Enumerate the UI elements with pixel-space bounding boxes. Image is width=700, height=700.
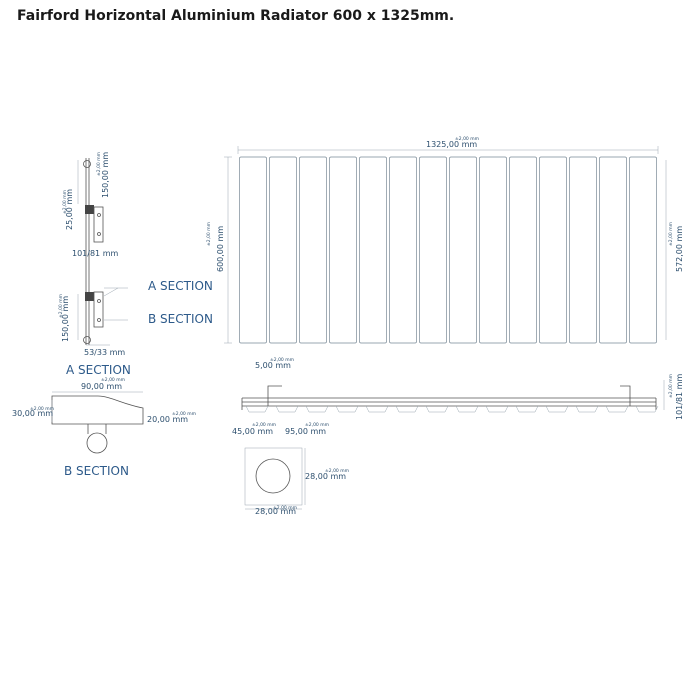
- b-section-height: 28,00 mm: [305, 472, 346, 481]
- bracket-clamp-top: [85, 205, 94, 214]
- tol-a-width: ±2,00 mm: [101, 377, 125, 383]
- a-section-left-height: 30,00 mm: [12, 409, 53, 418]
- radiator-fin: [449, 156, 477, 344]
- radiator-fin: [359, 156, 387, 344]
- tol-b-h: ±2,00 mm: [325, 468, 349, 474]
- b-section-circle: [255, 458, 291, 494]
- radiator-fin: [419, 156, 447, 344]
- tol-5: ±2,00 mm: [270, 357, 294, 363]
- fin-profile: [305, 405, 329, 413]
- fin-profile: [485, 405, 509, 413]
- dim-101-81-side: 101/81 mm: [72, 249, 118, 258]
- radiator-fin: [269, 156, 297, 344]
- radiator-fin: [389, 156, 417, 344]
- fin-profile: [545, 405, 569, 413]
- tol-inner-height: ±2,00 mm: [668, 222, 674, 246]
- tol-150-bottom: ±2,00 mm: [58, 294, 64, 318]
- page-title: Fairford Horizontal Aluminium Radiator 6…: [17, 8, 455, 24]
- fin-profile: [425, 405, 449, 413]
- tol-45: ±2,00 mm: [252, 422, 276, 428]
- radiator-fin: [599, 156, 627, 344]
- fin-profile: [365, 405, 389, 413]
- fin-profile: [275, 405, 299, 413]
- fin-profile: [575, 405, 599, 413]
- side-view: 150,00 mm ±2,00 mm 25,00 mm ±2,00 mm 101…: [58, 152, 213, 357]
- dim-95: 95,00 mm: [285, 427, 326, 436]
- label-a-section: A SECTION: [148, 279, 213, 293]
- tol-b-w: ±2,00 mm: [273, 505, 297, 511]
- tol-95: ±2,00 mm: [305, 422, 329, 428]
- radiator-fin: [239, 156, 267, 344]
- b-section-detail: 28,00 mm ±2,00 mm 28,00 mm ±2,00 mm: [244, 447, 349, 516]
- dim-150-bottom: 150,00 mm: [61, 296, 70, 342]
- tol-a-left: ±2,00 mm: [30, 406, 54, 412]
- fin-profile: [335, 405, 359, 413]
- radiator-fin: [299, 156, 327, 344]
- dim-height: 600,00 mm: [216, 226, 225, 272]
- b-section-title: B SECTION: [64, 464, 129, 478]
- tol-a-right: ±2,00 mm: [172, 411, 196, 417]
- dim-101-81-bottom: 101/81 mm: [675, 374, 684, 420]
- radiator-fin: [569, 156, 597, 344]
- radiator-fins: [239, 156, 657, 344]
- bracket-clamp-bottom: [85, 292, 94, 301]
- fin-profile: [515, 405, 539, 413]
- tol-25: ±2,00 mm: [62, 190, 68, 214]
- tol-101-81: ±2,00 mm: [668, 374, 674, 398]
- radiator-fin: [509, 156, 537, 344]
- fin-profile: [395, 405, 419, 413]
- radiator-fin: [479, 156, 507, 344]
- dim-25: 25,00 mm: [65, 189, 74, 230]
- tol-height: ±2,00 mm: [206, 222, 212, 246]
- a-section-title: A SECTION: [66, 363, 131, 377]
- a-section-width: 90,00 mm: [81, 382, 122, 391]
- radiator-fin: [329, 156, 357, 344]
- b-section-square: [244, 447, 303, 506]
- tol-150-top: ±2,00 mm: [96, 152, 102, 176]
- b-section-width: 28,00 mm: [255, 507, 296, 516]
- dim-150-top: 150,00 mm: [101, 152, 110, 198]
- radiator-fin: [539, 156, 567, 344]
- bottom-view: 5,00 mm ±2,00 mm 45,00 mm ±2,00 mm 95,00…: [232, 357, 684, 436]
- fin-profile: [635, 405, 659, 413]
- dim-inner-height: 572,00 mm: [675, 226, 684, 272]
- fin-profile-strip: [245, 405, 659, 413]
- a-section-profile: [51, 395, 144, 425]
- a-section-tube: [86, 432, 108, 454]
- dim-45: 45,00 mm: [232, 427, 273, 436]
- fin-profile: [455, 405, 479, 413]
- dim-53-33: 53/33 mm: [84, 348, 125, 357]
- a-section-right-height: 20,00 mm: [147, 415, 188, 424]
- fin-profile: [605, 405, 629, 413]
- front-view: 1325,00 mm ±2,00 mm 600,00 mm ±2,00 mm 5…: [206, 136, 684, 344]
- tol-width: ±2,00 mm: [455, 136, 479, 142]
- dim-5: 5,00 mm: [255, 361, 291, 370]
- wall-bracket-top: [93, 206, 104, 243]
- dim-width: 1325,00 mm: [426, 140, 477, 149]
- wall-bracket-bottom: [93, 291, 104, 328]
- radiator-fin: [629, 156, 657, 344]
- a-section: A SECTION 90,00 mm ±2,00 mm 30,00 mm ±2,…: [12, 363, 196, 454]
- b-section-left: B SECTION: [64, 464, 129, 478]
- label-b-section: B SECTION: [148, 312, 213, 326]
- fin-profile: [245, 405, 269, 413]
